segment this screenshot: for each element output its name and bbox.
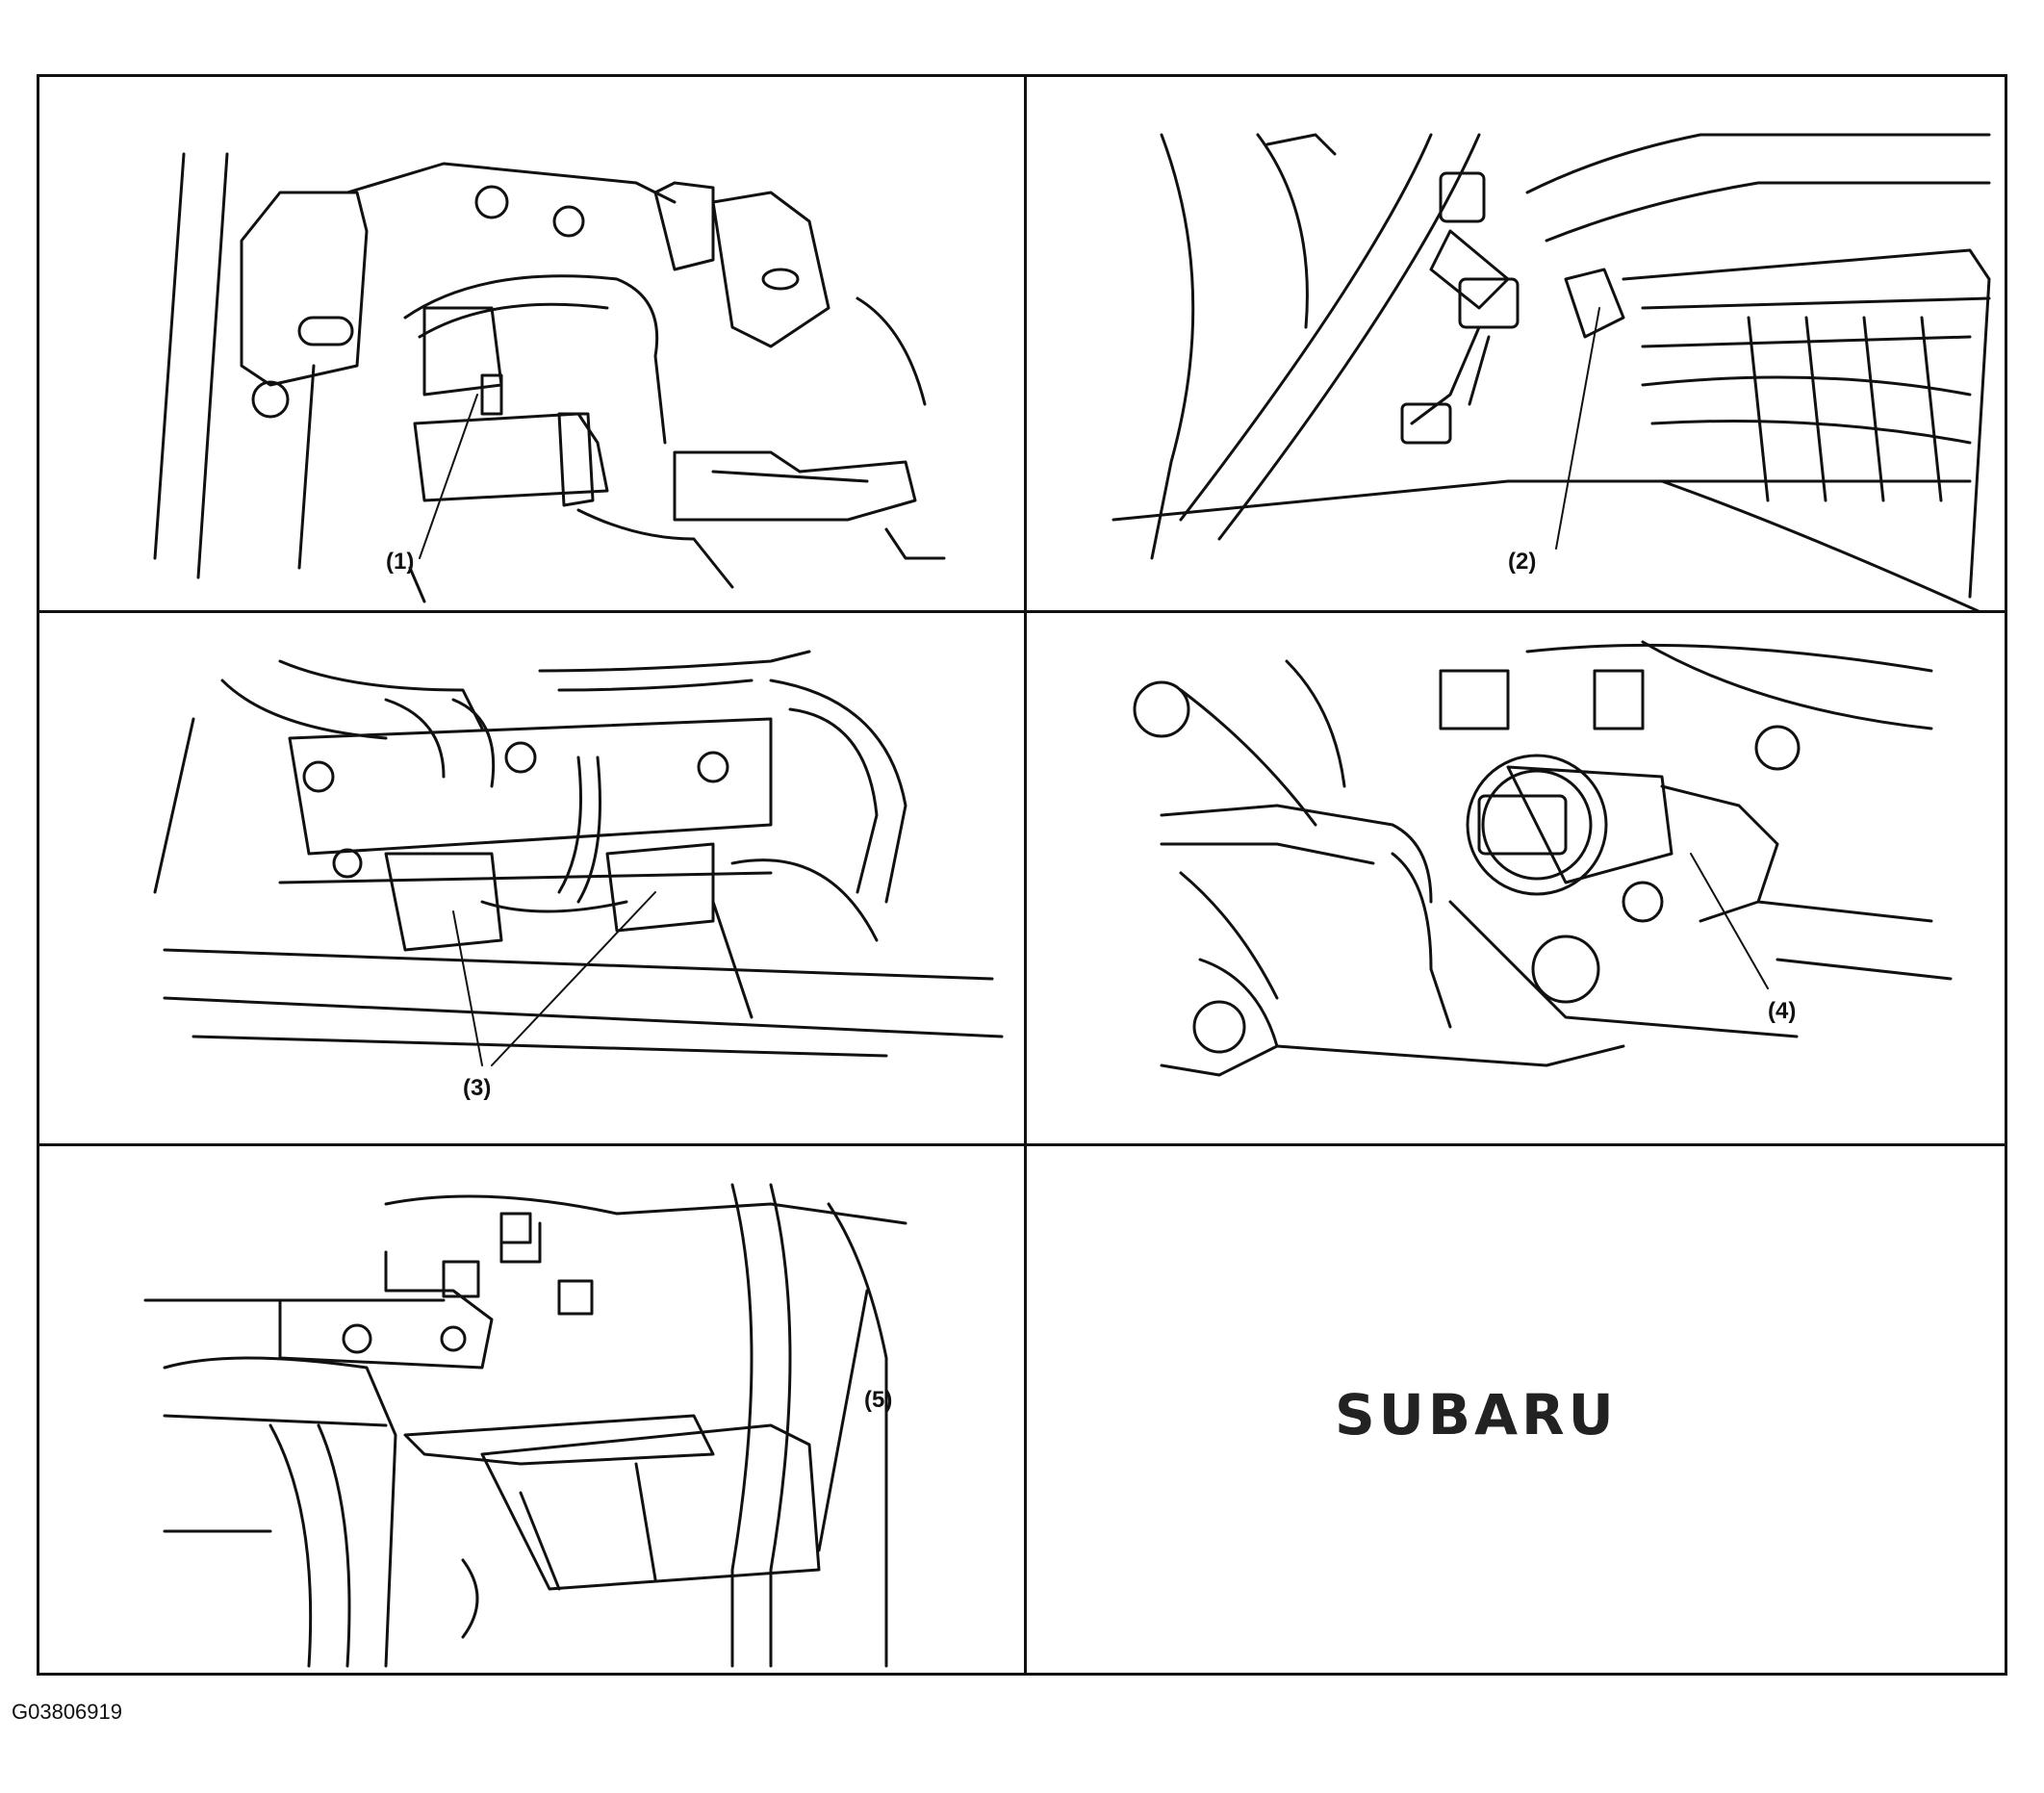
horizontal-divider-2 (39, 1143, 2005, 1146)
callout-4: (4) (1768, 998, 1797, 1024)
panel-6: SUBARU (1027, 1146, 2005, 1673)
solenoid-5-illustration (143, 1183, 907, 1668)
callout-1: (1) (386, 549, 415, 575)
panel-4: (4) (1027, 613, 2005, 1143)
diagram-frame: (1) (37, 74, 2007, 1676)
horizontal-divider-1 (39, 610, 2005, 613)
callout-2: (2) (1508, 549, 1537, 575)
valve-pair-illustration (153, 650, 1004, 1066)
panel-1: (1) (39, 77, 1024, 610)
panel-5: (5) (39, 1146, 1024, 1673)
panel-3: (3) (39, 613, 1024, 1143)
subaru-logo: SUBARU (1335, 1382, 1618, 1447)
vertical-divider (1024, 77, 1027, 1673)
solenoid-4-illustration (1133, 640, 1953, 1077)
figure-id: G03806919 (12, 1700, 122, 1724)
solenoid-valve-illustration (153, 152, 946, 603)
connector-illustration (1111, 133, 1991, 610)
callout-3: (3) (463, 1075, 492, 1101)
callout-5: (5) (864, 1387, 893, 1413)
panel-2: (2) (1027, 77, 2005, 610)
